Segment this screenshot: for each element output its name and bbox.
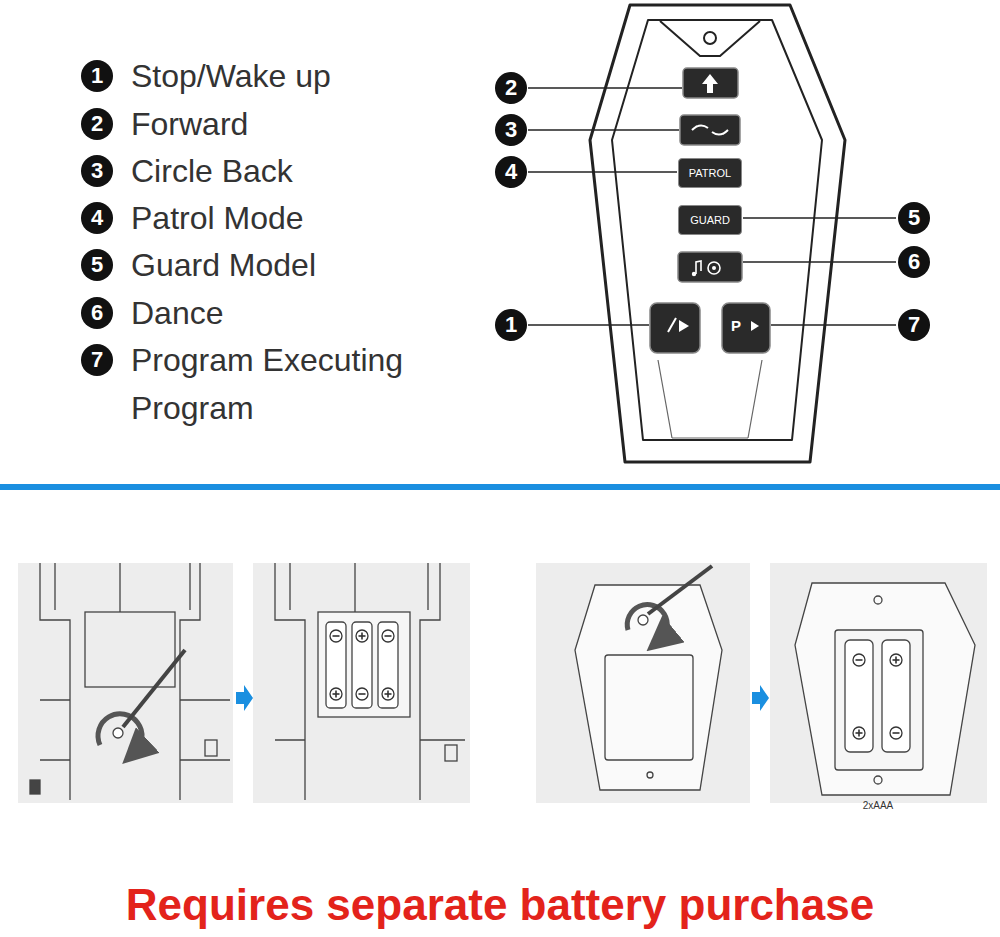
remote-back-closed <box>575 566 722 790</box>
remote-outline <box>590 5 845 462</box>
callout-number: 3 <box>81 155 113 187</box>
caption: Requires separate battery purchase <box>0 878 1000 932</box>
leader-lines <box>528 88 896 325</box>
item-label: Guard Model <box>131 241 316 289</box>
callout-number: 7 <box>898 309 930 341</box>
callout-number: 6 <box>81 297 113 329</box>
callout-number: 2 <box>81 108 113 140</box>
callout-number: 1 <box>81 60 113 92</box>
callout-number: 4 <box>495 156 527 188</box>
item-label: Patrol Mode <box>131 194 304 242</box>
callout-number: 2 <box>495 72 527 104</box>
divider-bar <box>0 484 1000 490</box>
callout-number: 7 <box>81 344 113 376</box>
button-glyph: P <box>731 317 741 335</box>
callout-number: 6 <box>898 246 930 278</box>
callout-number: 1 <box>495 309 527 341</box>
remote-back-open <box>795 583 975 795</box>
mode-button: GUARD <box>678 205 742 235</box>
item-label: Stop/Wake up <box>131 52 331 100</box>
step-panels <box>18 563 987 803</box>
battery-note: 2xAAA <box>863 800 894 812</box>
item-label: Circle Back <box>131 147 293 195</box>
callout-number: 5 <box>81 249 113 281</box>
robot-base-closed <box>30 563 230 800</box>
button-text: GUARD <box>690 214 730 226</box>
callout-number: 3 <box>495 114 527 146</box>
mode-button: PATROL <box>678 158 742 188</box>
item-label: Program Executing Program <box>131 336 461 432</box>
callout-number: 5 <box>898 202 930 234</box>
item-label: Forward <box>131 100 248 148</box>
button-text: PATROL <box>689 167 731 179</box>
callout-number: 4 <box>81 202 113 234</box>
item-label: Dance <box>131 289 224 337</box>
remote-buttons <box>650 68 770 353</box>
robot-base-open <box>275 563 465 800</box>
